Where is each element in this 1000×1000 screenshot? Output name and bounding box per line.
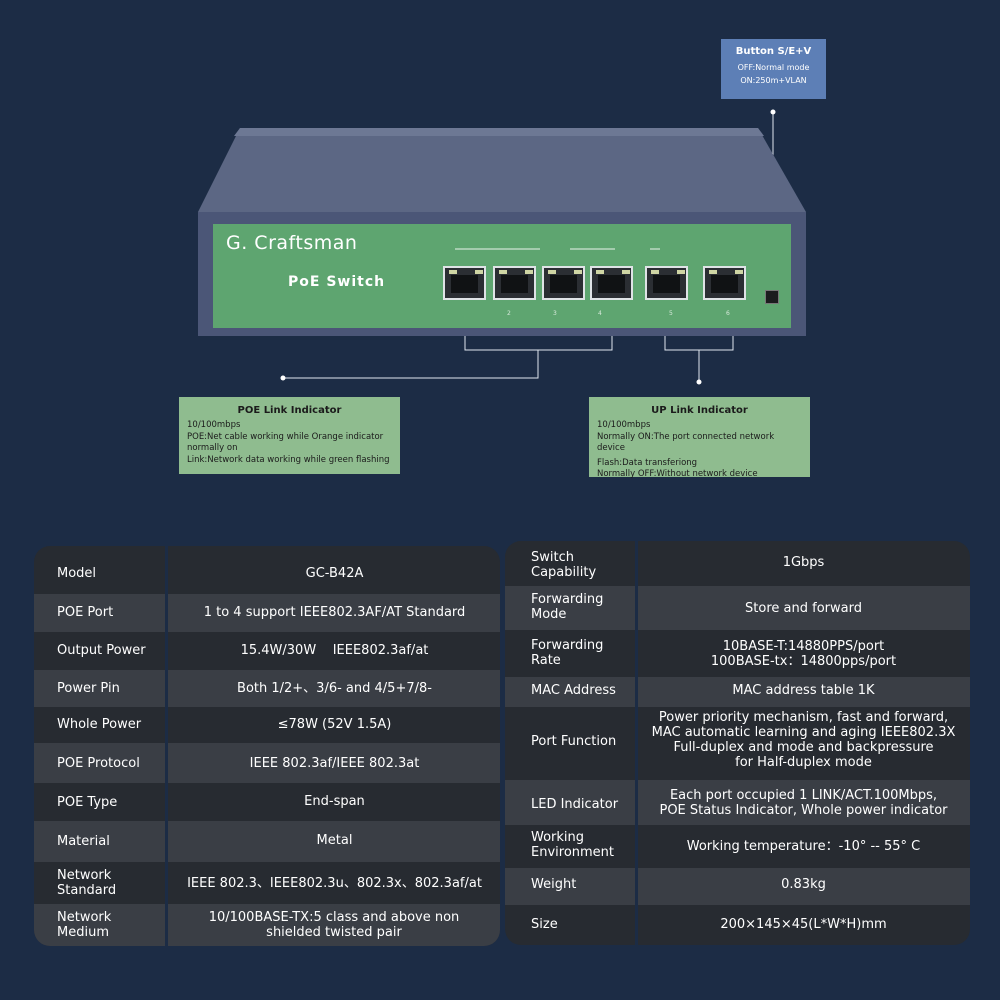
poe-port-2[interactable] bbox=[493, 266, 536, 300]
spec-value: Working temperature：-10° -- 55° C bbox=[686, 839, 921, 854]
spec-label: Forwarding Rate bbox=[531, 638, 604, 668]
spec-label: Output Power bbox=[57, 643, 146, 658]
button-connector-dot bbox=[770, 109, 776, 115]
button-callout-line: ON:250m+VLAN bbox=[740, 76, 807, 85]
spec-value: 10BASE-T:14880PPS/port 100BASE-tx：14800p… bbox=[710, 639, 897, 669]
uplink-port-1[interactable] bbox=[645, 266, 688, 300]
poe-link-line: Link:Network data working while green fl… bbox=[187, 454, 390, 465]
poe-link-line: POE:Net cable working while Orange indic… bbox=[187, 431, 384, 442]
spec-label: POE Protocol bbox=[57, 756, 140, 771]
table-row: Switch Capability 1Gbps bbox=[505, 541, 970, 586]
poe-port-1[interactable] bbox=[443, 266, 486, 300]
port-number: 6 bbox=[726, 310, 730, 317]
port-number: 3 bbox=[553, 310, 557, 317]
spec-value: 10/100BASE-TX:5 class and above non shie… bbox=[208, 910, 460, 940]
spec-value: ≤78W (52V 1.5A) bbox=[277, 717, 392, 732]
device-label: PoE Switch bbox=[288, 274, 386, 290]
spec-label: POE Type bbox=[57, 795, 118, 810]
up-link-line: Normally OFF:Without network device bbox=[597, 469, 758, 479]
spec-label: Whole Power bbox=[57, 717, 142, 732]
spec-value: Power priority mechanism, fast and forwa… bbox=[651, 710, 956, 770]
spec-value: 1Gbps bbox=[782, 555, 825, 570]
poe-link-title: POE Link Indicator bbox=[237, 405, 342, 416]
spec-value: Metal bbox=[316, 833, 353, 848]
spec-label: Forwarding Mode bbox=[531, 592, 604, 622]
table-row: Port Function Power priority mechanism, … bbox=[505, 707, 970, 780]
spec-label: Size bbox=[531, 917, 558, 932]
spec-value: 15.4W/30W IEEE802.3af/at bbox=[240, 643, 429, 658]
spec-label: Power Pin bbox=[57, 681, 120, 696]
button-callout-line: OFF:Normal mode bbox=[737, 63, 810, 72]
spec-table-right: Switch Capability 1Gbps Forwarding Mode … bbox=[505, 541, 970, 945]
spec-value: MAC address table 1K bbox=[732, 683, 875, 698]
table-row: Output Power 15.4W/30W IEEE802.3af/at bbox=[34, 632, 500, 670]
spec-table-left: Model GC-B42A POE Port 1 to 4 support IE… bbox=[34, 546, 500, 946]
table-row: LED Indicator Each port occupied 1 LINK/… bbox=[505, 780, 970, 825]
spec-label: Model bbox=[57, 566, 97, 581]
spec-value: Store and forward bbox=[745, 601, 862, 616]
spec-value: 1 to 4 support IEEE802.3AF/AT Standard bbox=[203, 605, 466, 620]
table-row: Working Environment Working temperature：… bbox=[505, 825, 970, 868]
panel-marks bbox=[455, 248, 660, 250]
table-row: MAC Address MAC address table 1K bbox=[505, 677, 970, 707]
spec-label: POE Port bbox=[57, 605, 114, 620]
up-link-line: Flash:Data transferiong bbox=[597, 457, 698, 468]
switch-top bbox=[198, 128, 806, 212]
uplink-connector-dot bbox=[696, 379, 702, 385]
spec-label: Port Function bbox=[531, 734, 617, 749]
poe-link-line: normally on bbox=[187, 443, 238, 453]
table-row: POE Port 1 to 4 support IEEE802.3AF/AT S… bbox=[34, 594, 500, 632]
poe-port-4[interactable] bbox=[590, 266, 633, 300]
table-row: Model GC-B42A bbox=[34, 546, 500, 594]
table-row: Size 200×145×45(L*W*H)mm bbox=[505, 905, 970, 945]
spec-label: Material bbox=[57, 834, 110, 849]
poe-link-callout: POE Link Indicator 10/100mbps POE:Net ca… bbox=[179, 397, 400, 474]
spec-value: Both 1/2+、3/6- and 4/5+7/8- bbox=[237, 681, 432, 696]
up-link-line: Normally ON:The port connected network d… bbox=[597, 431, 775, 454]
table-row: Whole Power ≤78W (52V 1.5A) bbox=[34, 707, 500, 743]
table-row: Network Standard IEEE 802.3、IEEE802.3u、8… bbox=[34, 862, 500, 904]
spec-value: GC-B42A bbox=[305, 566, 364, 581]
table-row: POE Type End-span bbox=[34, 783, 500, 821]
uplink-port-2[interactable] bbox=[703, 266, 746, 300]
table-row: Forwarding Mode Store and forward bbox=[505, 586, 970, 630]
spec-value: IEEE 802.3af/IEEE 802.3at bbox=[249, 756, 420, 771]
spec-value: 200×145×45(L*W*H)mm bbox=[720, 917, 887, 932]
table-row: Material Metal bbox=[34, 821, 500, 862]
poe-port-3[interactable] bbox=[542, 266, 585, 300]
spec-value: Each port occupied 1 LINK/ACT.100Mbps, P… bbox=[659, 788, 948, 818]
up-link-title: UP Link Indicator bbox=[651, 405, 748, 416]
poe-connector bbox=[283, 350, 539, 379]
port-number: 4 bbox=[598, 310, 602, 317]
brand-logo: G. Craftsman bbox=[226, 232, 358, 254]
mode-button[interactable] bbox=[765, 290, 779, 304]
table-row: Weight 0.83kg bbox=[505, 868, 970, 905]
port-number: 5 bbox=[669, 310, 673, 317]
spec-label: Network Medium bbox=[57, 910, 112, 940]
spec-label: Weight bbox=[531, 877, 577, 892]
spec-label: Network Standard bbox=[57, 868, 117, 898]
spec-value: 0.83kg bbox=[781, 877, 826, 892]
up-link-callout: UP Link Indicator 10/100mbps Normally ON… bbox=[589, 397, 810, 479]
spec-label: LED Indicator bbox=[531, 797, 619, 812]
column-divider bbox=[165, 546, 168, 946]
poe-link-line: 10/100mbps bbox=[187, 420, 241, 430]
spec-value: IEEE 802.3、IEEE802.3u、802.3x、802.3af/at bbox=[187, 876, 482, 891]
spec-label: Switch Capability bbox=[531, 550, 597, 580]
table-row: POE Protocol IEEE 802.3af/IEEE 802.3at bbox=[34, 743, 500, 783]
spec-label: Working Environment bbox=[531, 830, 615, 860]
up-link-line: 10/100mbps bbox=[597, 420, 651, 430]
button-callout-title: Button S/E+V bbox=[735, 46, 812, 57]
table-row: Network Medium 10/100BASE-TX:5 class and… bbox=[34, 904, 500, 946]
spec-value: End-span bbox=[304, 794, 365, 809]
poe-connector-dot bbox=[280, 375, 286, 381]
table-row: Forwarding Rate 10BASE-T:14880PPS/port 1… bbox=[505, 630, 970, 677]
button-callout: Button S/E+V OFF:Normal mode ON:250m+VLA… bbox=[721, 39, 826, 99]
spec-label: MAC Address bbox=[531, 683, 616, 698]
port-number: 2 bbox=[507, 310, 511, 317]
column-divider bbox=[635, 541, 638, 945]
table-row: Power Pin Both 1/2+、3/6- and 4/5+7/8- bbox=[34, 670, 500, 707]
